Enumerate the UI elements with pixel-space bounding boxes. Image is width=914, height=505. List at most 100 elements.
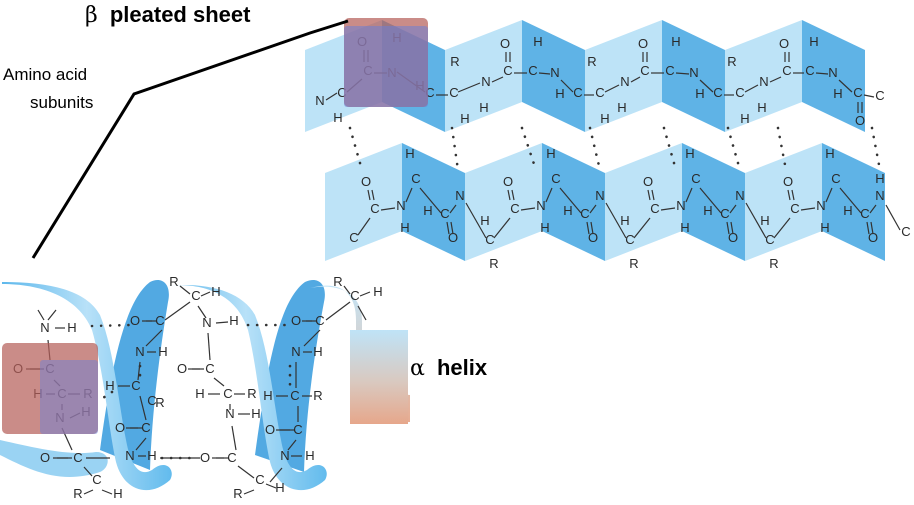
atom-h: H: [555, 86, 564, 101]
atom-h: H: [113, 486, 122, 501]
atom-c: C: [290, 388, 299, 403]
atom-o: O: [503, 174, 513, 189]
bond: [213, 377, 225, 387]
atom-n: N: [396, 198, 405, 213]
bond: [815, 72, 829, 75]
atom-n: N: [536, 198, 545, 213]
atom-n: N: [620, 74, 629, 89]
beta-symbol: β: [85, 3, 98, 28]
bond: [507, 189, 511, 201]
atom-r: R: [155, 395, 164, 410]
bond: [647, 189, 651, 201]
bond: [237, 465, 255, 479]
atom-c: C: [860, 206, 869, 221]
atom-n: N: [816, 198, 825, 213]
atom-o: O: [361, 174, 371, 189]
atom-c: C: [665, 63, 674, 78]
atom-n: N: [550, 65, 559, 80]
atom-h: H: [67, 320, 76, 335]
atom-h: H: [147, 448, 156, 463]
bond: [269, 467, 283, 483]
atom-r: R: [333, 274, 342, 289]
atom-n: N: [875, 188, 884, 203]
atom-h: H: [820, 220, 829, 235]
hydrogen-bond: [450, 126, 460, 172]
atom-c: C: [510, 201, 519, 216]
beta-sheet-label: β pleated sheet: [85, 2, 251, 28]
atom-h: H: [305, 448, 314, 463]
atom-r: R: [233, 486, 242, 501]
atom-h: H: [313, 344, 322, 359]
atom-h: H: [333, 110, 342, 125]
bond: [145, 329, 163, 347]
atom-h: H: [105, 378, 114, 393]
atom-h: H: [400, 220, 409, 235]
bond: [343, 285, 351, 295]
sheet-panel-light: [745, 143, 822, 261]
hydrogen-bond: [90, 323, 132, 328]
atom-c: C: [73, 450, 82, 465]
bond: [265, 483, 277, 489]
atom-h: H: [757, 100, 766, 115]
bond: [139, 395, 147, 421]
bond: [685, 187, 693, 203]
helix-ribbon-front-1: [2, 282, 172, 491]
atom-c: C: [765, 232, 774, 247]
atom-h: H: [617, 100, 626, 115]
atom-o: O: [783, 174, 793, 189]
bond: [745, 202, 767, 239]
atom-c: C: [370, 201, 379, 216]
atom-c: C: [293, 422, 302, 437]
bond: [457, 82, 481, 93]
atom-o: O: [643, 174, 653, 189]
alpha-symbol: α: [410, 356, 425, 381]
bond: [325, 301, 351, 321]
atom-c: C: [227, 450, 236, 465]
atom-h: H: [809, 34, 818, 49]
bond: [699, 187, 722, 214]
atom-n: N: [135, 344, 144, 359]
atom-c: C: [691, 171, 700, 186]
atom-c: C: [205, 361, 214, 376]
sheet-panel-dark: [682, 143, 745, 261]
atom-o: O: [638, 36, 648, 51]
bond: [787, 189, 791, 201]
bond: [200, 291, 211, 297]
hydrogen-bond: [588, 126, 602, 172]
hydrogen-bond: [870, 126, 882, 172]
atom-c: C: [255, 472, 264, 487]
atom-c: C: [573, 85, 582, 100]
atom-c: C: [650, 201, 659, 216]
bond: [545, 187, 553, 203]
atom-c: C: [580, 206, 589, 221]
atom-c: C: [449, 85, 458, 100]
atom-c: C: [349, 230, 358, 245]
atom-r: R: [313, 388, 322, 403]
atom-h: H: [405, 146, 414, 161]
atom-r: R: [450, 54, 459, 69]
bond: [215, 321, 229, 324]
atom-n: N: [676, 198, 685, 213]
atom-o: O: [291, 313, 301, 328]
atom-h: H: [423, 203, 432, 218]
bond: [730, 221, 734, 235]
atom-n: N: [595, 188, 604, 203]
atom-h: H: [533, 34, 542, 49]
atom-n: N: [225, 406, 234, 421]
atom-c: C: [853, 85, 862, 100]
atom-h: H: [685, 146, 694, 161]
sheet-panel-light: [605, 143, 682, 261]
sheet-panel-light: [325, 143, 402, 261]
bond: [135, 437, 147, 451]
atom-h: H: [843, 203, 852, 218]
atom-r: R: [247, 386, 256, 401]
atom-h: H: [680, 220, 689, 235]
bond: [726, 221, 730, 235]
bond: [773, 217, 791, 239]
bond: [449, 204, 457, 214]
bond: [231, 425, 237, 451]
atom-o: O: [728, 230, 738, 245]
atom-c: C: [350, 288, 359, 303]
bond: [380, 207, 396, 211]
